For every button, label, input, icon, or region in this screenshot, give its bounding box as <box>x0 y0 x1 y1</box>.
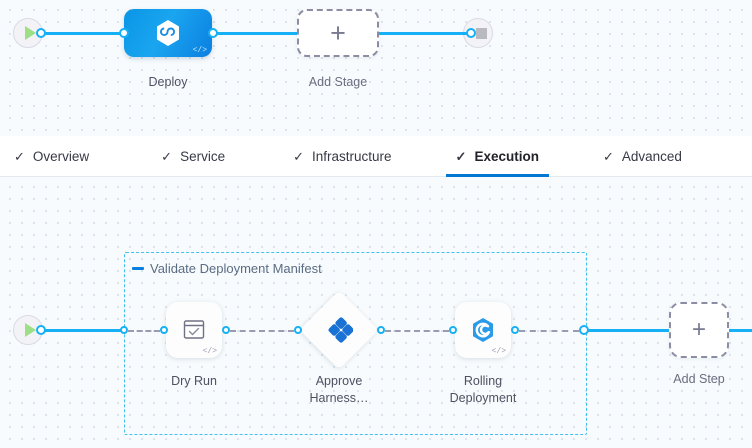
stage-canvas[interactable]: </> Deploy + Add Stage <box>0 0 752 136</box>
edge-start-to-group <box>41 328 123 332</box>
step-group-validate-deployment-manifest[interactable] <box>124 252 587 435</box>
edge-group-entry-to-dry-run <box>128 330 160 332</box>
check-icon: ✓ <box>14 148 25 164</box>
code-indicator-icon: </> <box>491 347 506 356</box>
step-group-title: Validate Deployment Manifest <box>150 261 322 276</box>
minus-icon[interactable] <box>132 267 144 270</box>
dry-run-output-port[interactable] <box>222 326 230 334</box>
rolling-input-port[interactable] <box>449 326 457 334</box>
start-output-port[interactable] <box>36 28 46 38</box>
group-exit-port[interactable] <box>579 325 589 335</box>
approve-output-port[interactable] <box>377 326 385 334</box>
tab-label: Infrastructure <box>312 148 392 164</box>
check-icon: ✓ <box>602 148 614 164</box>
rolling-deployment-icon <box>473 318 493 342</box>
step-label-approve-harness: Approve Harness… <box>309 374 369 405</box>
dry-run-input-port[interactable] <box>160 326 168 334</box>
edge-rolling-to-group-exit <box>519 330 579 332</box>
step-node-dry-run[interactable]: </> <box>166 302 222 358</box>
end-input-port[interactable] <box>466 28 476 38</box>
rolling-output-port[interactable] <box>511 326 519 334</box>
tab-label: Advanced <box>621 148 682 164</box>
edge-start-to-deploy <box>41 31 125 35</box>
play-icon <box>24 323 36 337</box>
approval-diamond-icon <box>328 317 353 343</box>
deploy-input-port[interactable] <box>119 28 129 38</box>
check-icon: ✓ <box>161 148 173 164</box>
edge-group-to-add-step <box>584 328 669 332</box>
tab-label: Overview <box>32 148 90 164</box>
approve-input-port[interactable] <box>294 326 302 334</box>
tab-label: Execution <box>474 148 539 164</box>
edge-add-step-trailing <box>729 328 752 332</box>
execution-start-output-port[interactable] <box>36 325 46 335</box>
edge-deploy-to-add-stage <box>213 31 297 35</box>
step-node-approve-harness[interactable] <box>299 290 379 370</box>
edge-add-stage-to-end <box>379 31 470 35</box>
tab-advanced[interactable]: ✓ Advanced <box>583 136 702 177</box>
code-indicator-icon: </> <box>192 46 207 55</box>
check-icon: ✓ <box>293 148 304 164</box>
plus-icon: + <box>330 17 346 48</box>
add-step-button[interactable]: + <box>669 302 729 358</box>
step-group-header[interactable]: Validate Deployment Manifest <box>132 261 322 276</box>
stop-icon <box>475 27 487 39</box>
edge-dry-run-to-approve <box>230 330 294 332</box>
harness-logo-icon <box>157 20 179 46</box>
tab-service[interactable]: ✓ Service <box>141 136 245 177</box>
group-entry-port[interactable] <box>120 326 128 334</box>
code-indicator-icon: </> <box>202 347 217 356</box>
step-label-dry-run: Dry Run <box>171 374 217 388</box>
step-label-rolling-deployment: Rolling Deployment <box>449 374 517 405</box>
tab-overview[interactable]: ✓ Overview <box>0 136 109 177</box>
tab-execution[interactable]: ✓ Execution <box>436 136 559 177</box>
tab-label: Service <box>180 148 226 164</box>
add-stage-button[interactable]: + <box>297 9 379 57</box>
checkbox-window-icon <box>183 320 205 339</box>
add-stage-label: Add Stage <box>308 75 368 89</box>
stage-tabs: ✓ Overview ✓ Service ✓ Infrastructure ✓ … <box>0 136 752 177</box>
stage-label-deploy: Deploy <box>148 75 188 89</box>
deploy-output-port[interactable] <box>208 28 218 38</box>
tab-infrastructure[interactable]: ✓ Infrastructure <box>273 136 411 177</box>
add-step-label: Add Step <box>673 372 725 386</box>
check-icon: ✓ <box>455 148 467 164</box>
edge-approve-to-rolling <box>385 330 449 332</box>
stage-node-deploy[interactable]: </> <box>124 9 212 57</box>
step-node-rolling-deployment[interactable]: </> <box>455 302 511 358</box>
plus-icon: + <box>691 316 706 343</box>
play-icon <box>24 26 36 40</box>
execution-canvas[interactable]: Validate Deployment Manifest </> Dry Run <box>0 177 752 448</box>
